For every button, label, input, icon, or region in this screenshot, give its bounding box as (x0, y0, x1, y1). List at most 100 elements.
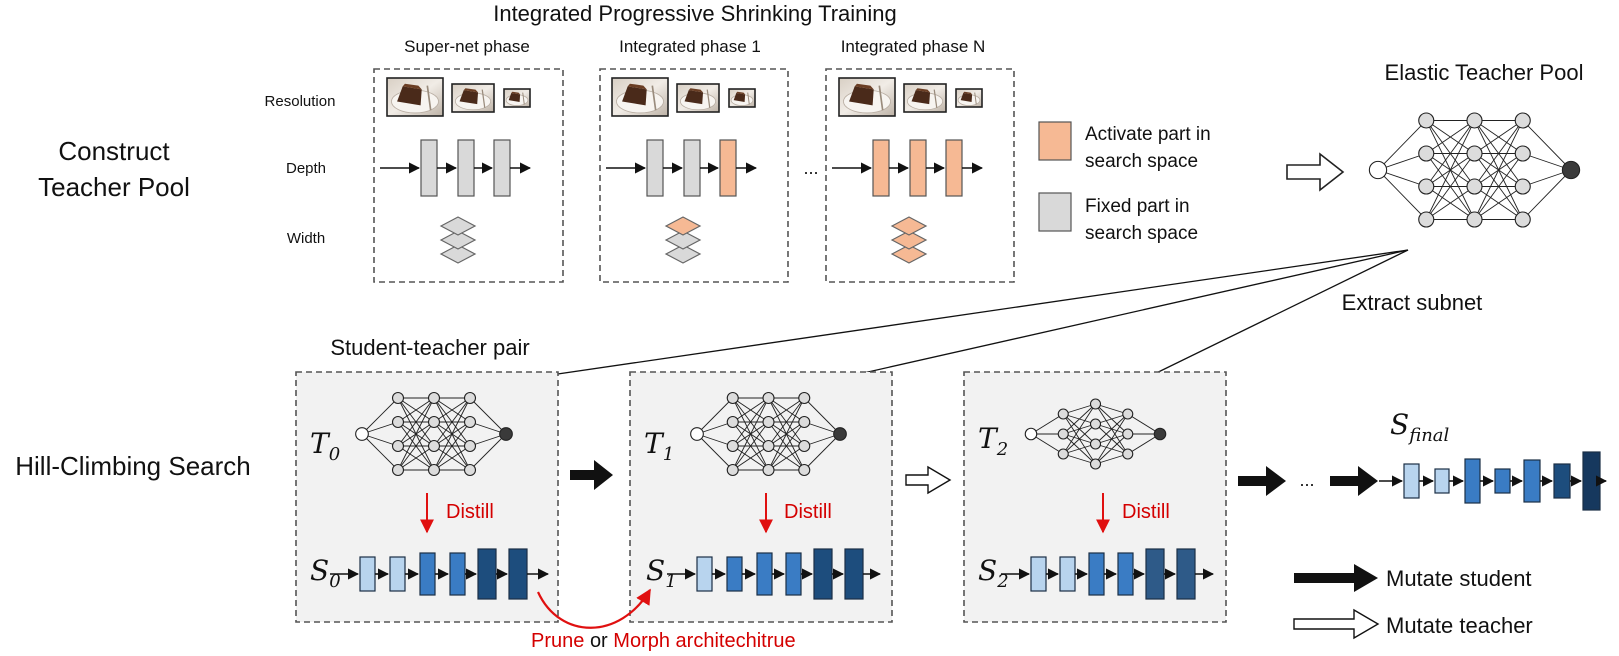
net-node (463, 391, 477, 405)
net-node (427, 391, 441, 405)
net-edge (433, 421, 471, 471)
net-node (690, 427, 704, 441)
net-node (1057, 408, 1069, 420)
net-edge (1095, 433, 1129, 465)
fork-shape (481, 89, 486, 108)
depth-row-2 (832, 139, 984, 197)
net-edge (1030, 413, 1064, 435)
distill-label-1: Distill (784, 501, 832, 523)
net-node (1122, 428, 1134, 440)
fork-shape (933, 89, 938, 108)
net-node (391, 439, 405, 453)
width-stacks (439, 216, 928, 264)
net-node (427, 439, 441, 453)
net-edge (361, 397, 399, 435)
student-network-1 (667, 548, 882, 600)
depth-block-fixed (683, 139, 701, 197)
chain-block (1030, 556, 1047, 592)
chain-block (785, 552, 802, 596)
cake-top-shape (463, 88, 479, 93)
net-edge (1095, 413, 1129, 465)
net-edge (397, 421, 435, 471)
cake-shape (397, 86, 422, 106)
student-label-0: S0 (310, 554, 341, 592)
cake-top-shape (963, 91, 973, 95)
net-edge (1425, 120, 1475, 154)
row-label-depth: Depth (286, 160, 326, 177)
net-edge (433, 397, 471, 471)
net-edge (1522, 169, 1572, 220)
cake-shape (622, 86, 647, 106)
net-edge (397, 397, 435, 471)
extract-arrow-to-pair-2 (1139, 249, 1409, 382)
net-edge (1063, 453, 1096, 465)
net-edge (1425, 120, 1475, 220)
net-edge (433, 445, 471, 471)
cake-top-shape (915, 88, 931, 93)
chain-block (726, 556, 743, 592)
net-edge (1425, 120, 1475, 187)
resolution-image-small (503, 88, 531, 108)
cake-top-shape (688, 88, 704, 93)
net-edge (732, 397, 769, 471)
net-node (391, 415, 405, 429)
net-node (1561, 160, 1581, 180)
fork-shape (974, 92, 977, 105)
chain-block (844, 548, 864, 600)
net-edge (803, 397, 841, 435)
net-node (1089, 458, 1102, 470)
teacher-label-0: T0 (310, 427, 340, 465)
net-edge (732, 397, 769, 423)
net-node (463, 463, 477, 477)
phase-title-integrated-1: Integrated phase 1 (619, 37, 761, 56)
legend-fixed-line1: Fixed part in (1085, 196, 1190, 217)
width-diamond-activate (664, 216, 702, 236)
chain-block (359, 556, 376, 592)
net-node (762, 439, 775, 453)
net-edge (397, 445, 435, 471)
legend-mutate-student-arrow (1294, 564, 1378, 592)
teacher-networks (355, 391, 1167, 477)
mutate-student-arrow-2 (1238, 466, 1286, 496)
net-node (1153, 427, 1167, 441)
net-node (1418, 112, 1435, 129)
extract-subnet-label: Extract subnet (1342, 290, 1483, 315)
depth-block-activate (719, 139, 737, 197)
net-edge (732, 421, 769, 471)
legend-activate-line1: Activate part in (1085, 124, 1211, 145)
width-diamond-fixed (664, 230, 702, 250)
net-node (833, 427, 847, 441)
net-node (1466, 145, 1483, 162)
teacher-network-1 (690, 391, 847, 477)
net-edge (1127, 433, 1161, 455)
net-edge (803, 433, 841, 471)
chain-block (1434, 468, 1450, 494)
net-edge (1095, 403, 1128, 415)
legend-mutate-teacher-arrow (1293, 608, 1380, 640)
net-node (427, 463, 441, 477)
net-node (762, 463, 775, 477)
chain-block (1403, 463, 1420, 499)
net-edge (1062, 403, 1096, 455)
width-diamond-activate (890, 230, 928, 250)
resolution-image-medium (451, 83, 495, 113)
legend-mutate-student-label: Mutate student (1386, 566, 1532, 591)
net-edge (1377, 120, 1427, 171)
teacher-label-2: T2 (978, 422, 1008, 460)
net-edge (1062, 403, 1096, 435)
net-node (1418, 211, 1435, 228)
net-edge (469, 397, 507, 435)
legend-fixed-swatch (1038, 192, 1072, 232)
net-node (1466, 112, 1483, 129)
cake-shape (684, 90, 704, 105)
net-node (798, 439, 811, 453)
width-stack-1 (664, 216, 702, 264)
row-label-width: Width (287, 230, 325, 247)
pool-title: Elastic Teacher Pool (1385, 60, 1584, 85)
final-student-label: Sfinal (1390, 408, 1450, 446)
chain-block (1494, 468, 1511, 494)
distill-label-2: Distill (1122, 501, 1170, 523)
depth-row-0 (380, 139, 532, 197)
net-node (726, 439, 739, 453)
depth-block-activate (909, 139, 927, 197)
